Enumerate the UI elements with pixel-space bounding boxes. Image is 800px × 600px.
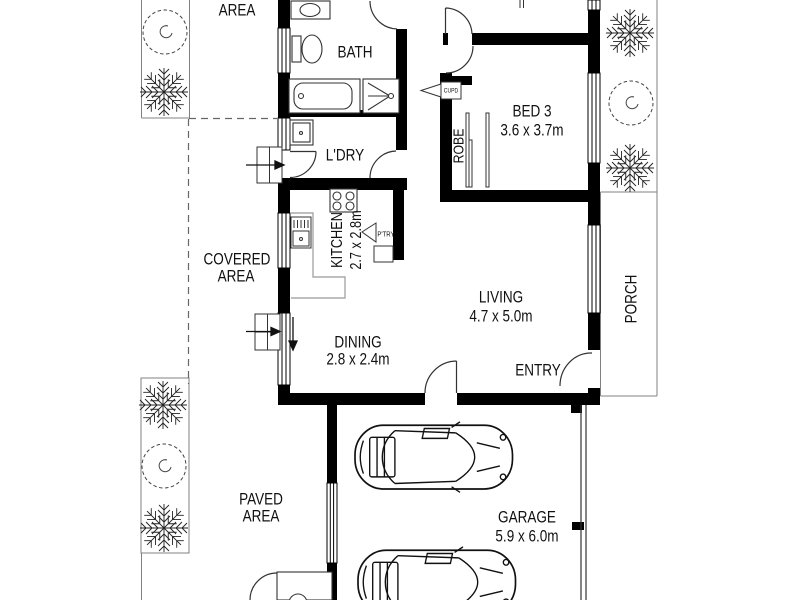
entry-arrow-icon [246,159,299,352]
garage-label: GARAGE [498,508,556,527]
dining-dims: 2.8 x 2.4m [326,350,390,369]
kitchen-name: KITCHEN [329,212,346,268]
kitchen-sink-icon [290,216,312,249]
robe-sliding-doors [465,112,490,188]
covered-area-boundary [187,117,277,384]
living-dims: 4.7 x 5.0m [469,307,533,326]
covered-area-label-2: AREA [217,267,255,286]
garage-dims: 5.9 x 6.0m [495,527,559,546]
laundry-label: L'DRY [325,146,365,165]
porch-label: PORCH [622,274,641,324]
door-arc-icon [249,0,593,600]
paved-area-label-1: PAVED [239,490,283,509]
pantry-label: P'TRY [377,229,395,239]
garden-strip-outlines [140,0,658,600]
stove-icon [329,188,358,213]
robe-label: ROBE [450,128,468,164]
kitchen-fixtures [290,188,394,299]
living-label: LIVING [478,288,524,307]
bed3-label: BED 3 [512,102,552,121]
bath-label: BATH [337,43,373,62]
car-icon [354,421,517,600]
pantry-icon [361,222,394,263]
area-top-label: AREA [218,1,256,20]
window-icon [277,0,601,564]
kitchen-dims: 2.7 x 2.8m [348,210,365,270]
garage-right-wall [580,405,587,600]
bath-fixtures [288,0,400,114]
kitchen-label: KITCHEN 2.7 x 2.8m [328,210,366,269]
dining-label: DINING [334,333,382,352]
paved-area-label-2: AREA [242,507,280,526]
entry-label: ENTRY [515,361,561,380]
covered-area-label-1: COVERED [203,250,271,269]
shed-outline [276,571,333,600]
cut-wall-line [519,0,524,8]
laundry-tub-icon [289,119,314,146]
cupboard-label: CUPD [443,87,459,94]
toilet-icon [291,35,302,63]
walls [278,0,600,600]
bed3-dims: 3.6 x 3.7m [500,121,564,140]
cupboard-icon [419,81,462,100]
kitchen-bench [291,212,346,299]
